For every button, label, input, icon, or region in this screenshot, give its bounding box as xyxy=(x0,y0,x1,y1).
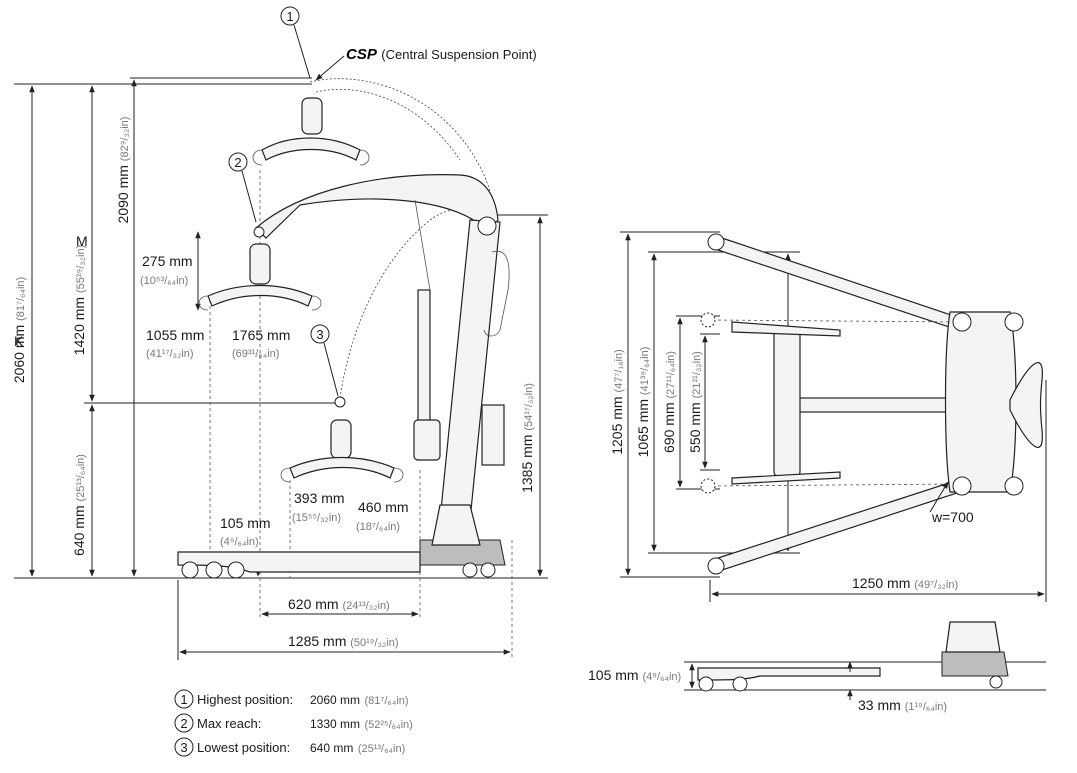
spreader-bar-high xyxy=(252,97,370,166)
dim-393-mm: 393 mm xyxy=(294,490,345,506)
dim-1765-in: (69³¹/₆₄in) xyxy=(232,348,279,360)
dim-1285-label: 1285 mm (50¹⁹/₃₂in) xyxy=(288,633,399,649)
svg-text:1: 1 xyxy=(286,9,293,24)
actuator-rod xyxy=(417,289,431,431)
w700-pointer xyxy=(929,481,949,513)
csp-label: CSP (Central Suspension Point) xyxy=(346,46,537,63)
dim-275-mm: 275 mm xyxy=(142,253,193,269)
letter-k: K xyxy=(14,333,24,349)
svg-text:3: 3 xyxy=(316,327,323,342)
dim-460-mm: 460 mm xyxy=(358,499,409,515)
top-rear-caster-2 xyxy=(1004,312,1024,332)
w700-label: w=700 xyxy=(931,509,974,525)
base-leg-side xyxy=(697,667,881,681)
spreader-bar-reach xyxy=(198,226,322,311)
top-spreader-bar xyxy=(773,329,801,477)
top-rear-caster-3 xyxy=(952,476,972,496)
top-base-housing xyxy=(944,311,1017,493)
control-box xyxy=(481,404,505,466)
svg-text:Lowest position:: Lowest position: xyxy=(197,740,290,755)
leg-alt-upper xyxy=(711,319,961,323)
marker-1: 1 xyxy=(280,6,311,79)
svg-text:2: 2 xyxy=(234,155,241,170)
base-caster-1 xyxy=(698,676,714,692)
base-mast-stub xyxy=(945,621,1001,653)
dim-1065-label: 1065 mm (41³⁹/₆₄in) xyxy=(635,347,651,458)
svg-text:1: 1 xyxy=(180,692,187,707)
side-view: 2060 mm (81⁷/₆₄in) 2090 mm (82⁹/₃₂in) 14… xyxy=(11,6,548,660)
caster-alt-lower xyxy=(700,478,716,494)
csp-pointer xyxy=(315,55,345,81)
top-hook-lower xyxy=(731,471,841,485)
dim-1205-label: 1205 mm (47⁷/₁₆in) xyxy=(609,349,625,455)
base-caster-2 xyxy=(732,676,748,692)
caster-alt-upper xyxy=(700,312,716,328)
boom-arm xyxy=(255,174,499,239)
dim-1055-in: (41¹⁷/₃₂in) xyxy=(146,348,194,360)
boom-high-inner xyxy=(315,89,461,161)
legend-item-1: 1 Highest position: 2060 mm (81⁷/₆₄in) xyxy=(174,689,409,709)
dim-1385-label: 1385 mm (54¹⁷/₃₂in) xyxy=(519,383,535,493)
base-view: 105 mm (4⁹/₆₄in) 33 mm (1¹⁹/₆₄in) xyxy=(588,621,1046,713)
dim-640-label: 640 mm (25¹³/₆₄in) xyxy=(71,454,87,556)
marker-3: 3 xyxy=(310,324,339,397)
top-rear-caster-4 xyxy=(1004,476,1024,496)
actuator-body xyxy=(413,419,441,461)
top-view: 1205 mm (47⁷/₁₆in) 1065 mm (41³⁹/₆₄in) 6… xyxy=(609,231,1047,602)
top-leg-lower xyxy=(711,479,961,573)
top-leg-upper xyxy=(711,235,961,331)
dim-1765-mm: 1765 mm xyxy=(232,327,290,343)
dim-1055-mm: 1055 mm xyxy=(146,327,204,343)
dim-1250-label: 1250 mm (49⁷/₃₂in) xyxy=(852,575,958,591)
dim-2060-label: 2060 mm (81⁷/₆₄in) xyxy=(11,277,27,383)
legend-item-2: 2 Max reach: 1330 mm (52²⁵/₆₄in) xyxy=(174,713,413,733)
base-caster-3 xyxy=(989,675,1003,689)
boom-high-outline xyxy=(309,78,494,216)
svg-text:Highest position:: Highest position: xyxy=(197,692,293,707)
top-boom xyxy=(779,397,961,413)
dim-105-in: (4⁹/₆₄in) xyxy=(220,536,259,548)
dim-393-in: (15⁵⁵/₃₂in) xyxy=(292,512,341,524)
top-push-handle xyxy=(1009,361,1043,449)
boom-low-outline xyxy=(339,208,486,399)
base-105-label: 105 mm (4⁹/₆₄in) xyxy=(588,667,681,683)
spreader-bar-low xyxy=(280,396,404,483)
base-33-label: 33 mm (1¹⁹/₆₄in) xyxy=(858,697,947,713)
actuator-link xyxy=(414,199,431,291)
svg-text:2: 2 xyxy=(180,716,187,731)
marker-2: 2 xyxy=(228,152,257,223)
mast-foot xyxy=(431,504,481,546)
rear-casters xyxy=(462,562,496,578)
dim-550-label: 550 mm (21²¹/₃₂in) xyxy=(687,351,703,453)
dim-460-in: (18⁷/₆₄in) xyxy=(356,521,400,533)
front-casters xyxy=(181,561,245,579)
dim-2090-label: 2090 mm (82⁹/₃₂in) xyxy=(115,117,131,224)
top-rear-caster-1 xyxy=(952,312,972,332)
legend: 1 Highest position: 2060 mm (81⁷/₆₄in) 2… xyxy=(174,689,413,757)
svg-text:640 mm (25¹³/₆₄in): 640 mm (25¹³/₆₄in) xyxy=(310,739,405,756)
top-hook-upper xyxy=(731,321,841,337)
leg-alt-lower xyxy=(711,483,961,487)
caster-front-lower xyxy=(707,557,725,575)
svg-text:3: 3 xyxy=(180,740,187,755)
mast-pivot xyxy=(477,216,497,236)
caster-front-upper xyxy=(707,233,725,251)
svg-text:2060 mm (81⁷/₆₄in): 2060 mm (81⁷/₆₄in) xyxy=(310,691,409,708)
dim-620-label: 620 mm (24¹³/₃₂in) xyxy=(288,596,390,612)
svg-text:1330 mm (52²⁵/₆₄in): 1330 mm (52²⁵/₆₄in) xyxy=(310,715,413,732)
dim-105-mm: 105 mm xyxy=(220,515,271,531)
dim-1420-label: 1420 mm (55²⁹/₃₂in) xyxy=(71,245,87,356)
dim-690-label: 690 mm (27¹¹/₆₄in) xyxy=(661,351,677,453)
letter-m: M xyxy=(76,233,88,249)
svg-text:Max reach:: Max reach: xyxy=(197,716,261,731)
base-housing-side xyxy=(941,651,1009,677)
push-handle xyxy=(483,250,510,337)
mast xyxy=(439,219,501,521)
dim-275-in: (10⁵³/₆₄in) xyxy=(140,275,188,287)
legend-item-3: 3 Lowest position: 640 mm (25¹³/₆₄in) xyxy=(174,737,405,757)
